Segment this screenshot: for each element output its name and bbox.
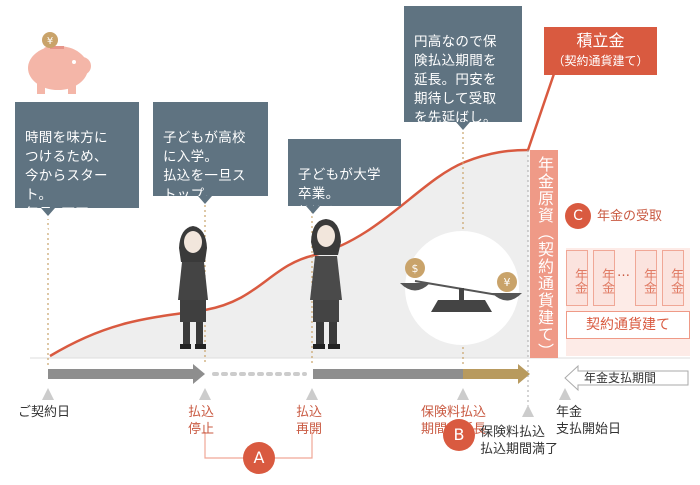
- currency-label: 契約通貨建て: [566, 311, 690, 339]
- label-payment-end: 保険料払込 払込期間満了: [480, 424, 558, 458]
- annuity-principal-band: 年金原資（契約通貨建て）: [530, 150, 558, 358]
- label-annuity-start: 年金 支払開始日: [556, 404, 621, 438]
- piggy-coin-symbol: ¥: [47, 36, 53, 47]
- marker-extend: [457, 388, 469, 400]
- annuity-ellipsis: …: [617, 264, 630, 281]
- label-payment-stop: 払込 停止: [188, 404, 214, 438]
- payment-arrow-2: [313, 369, 463, 379]
- marker-contract: [42, 388, 54, 400]
- label-contract-date: ご契約日: [18, 404, 70, 421]
- accumulation-subtitle: （契約通貨建て）: [544, 52, 657, 70]
- marker-payment-end: [522, 405, 534, 417]
- callout-start: 時間を味方に つけるため、 今からスタート。 毎月2万円* 払込開始。: [15, 102, 139, 208]
- piggy-bank-icon: [28, 32, 91, 94]
- dollar-symbol: $: [412, 262, 419, 275]
- annuity-box-1: 年金: [566, 250, 588, 306]
- annuity-principal-text: 年金原資（契約通貨建て）: [534, 156, 554, 358]
- extension-arrow: [463, 369, 518, 379]
- yen-symbol: ¥: [504, 276, 511, 289]
- badge-a: A: [243, 442, 275, 474]
- label-payment-resume: 払込 再開: [296, 404, 322, 438]
- callout-extend: 円高なので保 険払込期間を 延長。円安を 期待して受取 を先延ばし。: [404, 6, 522, 122]
- badge-c: C: [565, 203, 591, 229]
- payment-arrow-1: [48, 369, 193, 379]
- annuity-box-2: 年金: [593, 250, 615, 306]
- marker-stop: [199, 388, 211, 400]
- annuity-box-4: 年金: [662, 250, 684, 306]
- marker-resume: [306, 388, 318, 400]
- annuity-box-3: 年金: [635, 250, 657, 306]
- accumulation-title: 積立金: [544, 27, 657, 52]
- callout-resume: 子どもが大学 卒業。 払込を再開。: [288, 139, 401, 206]
- callout-pause: 子どもが高校 に入学。 払込を一旦ス トップ。: [153, 102, 268, 196]
- marker-annuity-start: [559, 388, 571, 400]
- callout-pause-text: 子どもが高校 に入学。 払込を一旦ス トップ。: [163, 130, 246, 203]
- annuity-period-label: 年金支払期間: [584, 370, 656, 387]
- accumulation-box: 積立金 （契約通貨建て）: [544, 27, 657, 75]
- callout-extend-text: 円高なので保 険払込期間を 延長。円安を 期待して受取 を先延ばし。: [414, 34, 497, 126]
- badge-b: B: [443, 419, 475, 451]
- annuity-receipt-title: 年金の受取: [597, 208, 662, 225]
- payment-arrow-1-head: [193, 364, 205, 384]
